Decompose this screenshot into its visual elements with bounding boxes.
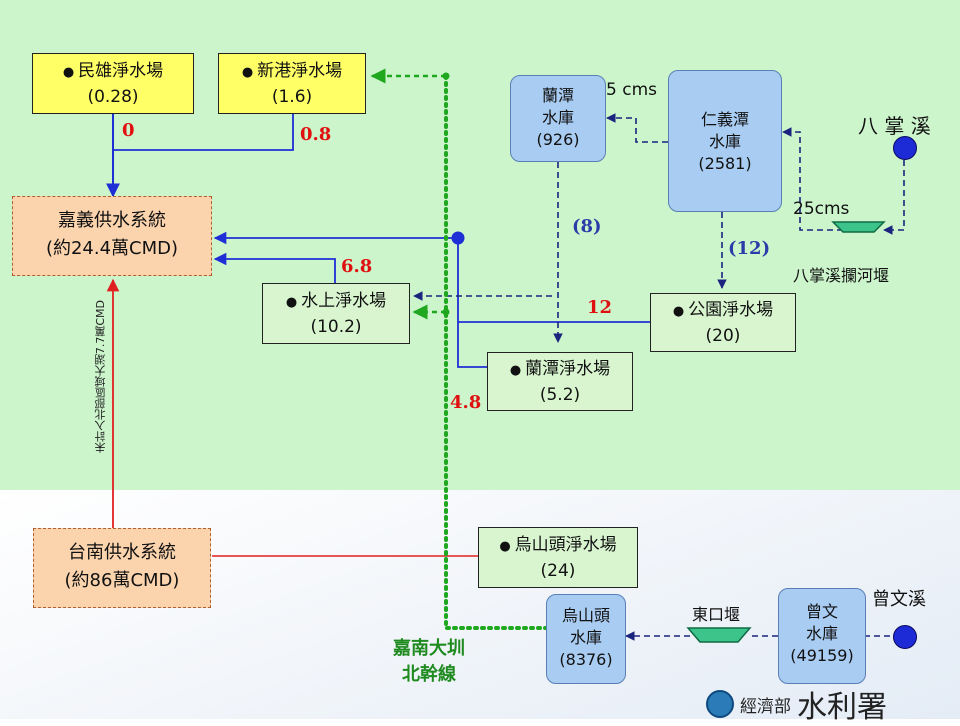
plant-gongyuan: ●公園淨水場 (20) <box>650 293 796 352</box>
bazhang-weir-label: 八掌溪攔河堰 <box>793 266 890 285</box>
plant-xingang: ●新港淨水場 (1.6) <box>218 53 366 114</box>
dongkou-weir-shape <box>686 627 752 643</box>
reservoir-lantan: 蘭潭 水庫 (926) <box>510 75 606 162</box>
flow-lantan-label: (8) <box>572 216 602 237</box>
flow-gongyuan-label: 12 <box>587 297 613 318</box>
water-drop-icon: ● <box>62 65 75 80</box>
flow-bazhang-intake-label: 25cms <box>793 199 850 219</box>
blue-trunk-line <box>457 238 487 368</box>
agency-logo: 經濟部 水利署 <box>706 682 887 726</box>
dongkou-weir-label: 東口堰 <box>692 605 741 624</box>
zengwen-river-source-icon <box>893 625 917 649</box>
flow-shuishang-label: 6.8 <box>341 256 373 277</box>
zengwen-river-label: 曾文溪 <box>872 589 926 610</box>
weir-to-renyi-line <box>782 127 843 231</box>
flow-renyi-lantan-label: 5 cms <box>606 80 657 100</box>
flow-canal-label: 4.8 <box>450 392 482 413</box>
water-drop-icon: ● <box>285 295 298 310</box>
bazhang-river-source-icon <box>893 136 917 160</box>
bazhang-river-label: 八 掌 溪 <box>858 114 931 138</box>
reservoir-renyitan: 仁義潭 水庫 (2581) <box>668 70 782 212</box>
canal-main-line <box>444 74 548 630</box>
flow-minxiong-label: 0 <box>122 120 135 141</box>
renyi-to-lantan-line <box>606 113 668 143</box>
water-drop-icon: ● <box>672 304 685 319</box>
plant-lantan: ●蘭潭淨水場 (5.2) <box>487 352 633 411</box>
flow-xingang-label: 0.8 <box>300 124 332 145</box>
vertical-note: 未計入北部區域大湖7.7萬CMD <box>94 300 107 454</box>
water-drop-icon: ● <box>499 539 511 554</box>
reservoir-wushantou: 烏山頭 水庫 (8376) <box>546 594 626 684</box>
flow-renyi-gongyuan-label: (12) <box>728 238 771 259</box>
water-drop-icon: ● <box>241 65 254 80</box>
junction-dot <box>451 231 465 245</box>
bazhang-weir-shape <box>831 221 886 233</box>
reservoir-zengwen: 曾文 水庫 (49159) <box>778 588 866 684</box>
canal-label: 嘉南大圳 北幹線 <box>393 638 465 685</box>
plant-shuishang: ●水上淨水場 (10.2) <box>262 283 410 344</box>
system-chiayi: 嘉義供水系統 (約24.4萬CMD) <box>12 196 212 276</box>
system-tainan: 台南供水系統 (約86萬CMD) <box>33 528 211 608</box>
bazhang-river-line <box>883 160 905 235</box>
shuishang-to-chiayi-line <box>213 252 336 283</box>
xingang-to-chiayi-line <box>113 114 294 151</box>
plant-minxiong: ●民雄淨水場 (0.28) <box>32 53 194 114</box>
plant-wushantou: ●烏山頭淨水場 (24) <box>478 527 638 588</box>
water-drop-icon: ● <box>509 363 522 378</box>
water-agency-logo-icon <box>706 690 734 718</box>
